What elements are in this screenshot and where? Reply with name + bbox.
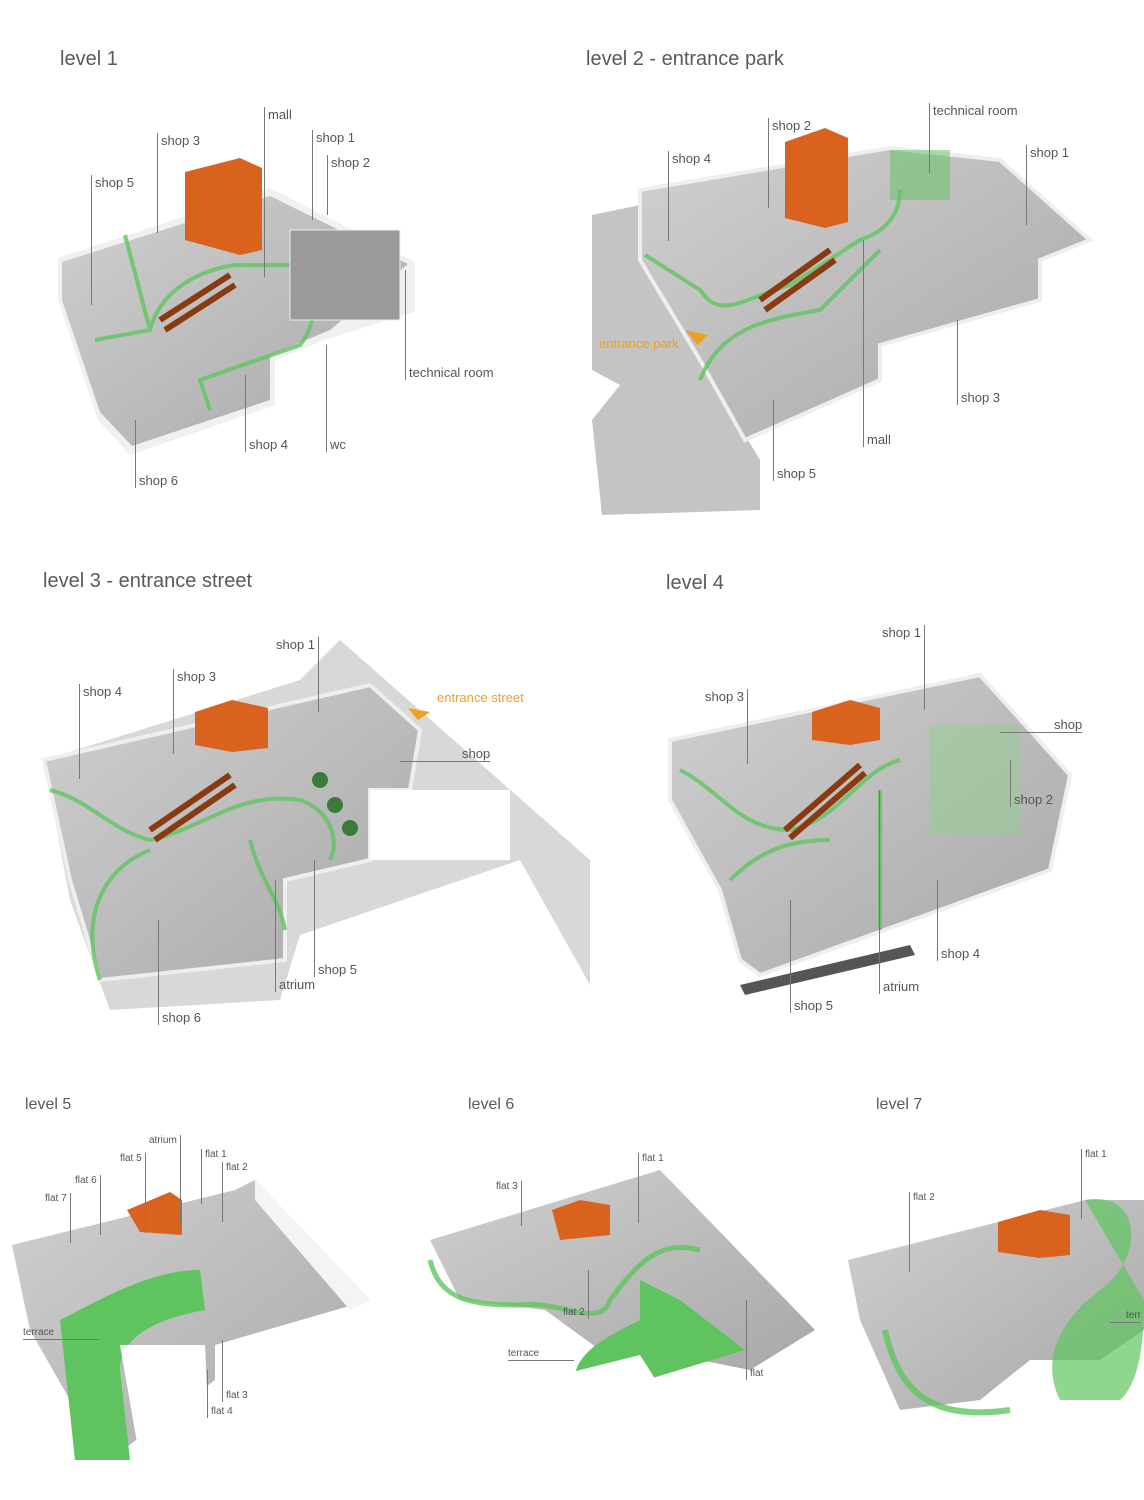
label-entrance-park: entrance park [599,336,679,351]
label-shop-3: shop 3 [957,320,1000,405]
label-shop-3: shop 3 [705,689,749,764]
label-shop-2: shop 2 [768,118,811,208]
label-flat-6: flat 6 [75,1175,101,1235]
label-flat-2: flat 2 [222,1162,248,1222]
level-6-title: level 6 [468,1096,515,1113]
label-flat-2: flat 2 [563,1270,589,1319]
level-5-title: level 5 [25,1096,72,1113]
label-flat-5: flat 5 [120,1153,146,1233]
label-shop-5: shop 5 [314,860,357,977]
level-5-plan [12,1180,370,1460]
label-shop-6: shop 6 [135,420,178,488]
label-shop: shop [1000,717,1083,733]
label-mall: mall [264,107,292,277]
label-shop-5: shop 5 [790,900,833,1013]
label-atrium: atrium [149,1135,181,1225]
label-technical-room: technical room [929,103,1018,173]
label-shop-2: shop 2 [327,155,370,215]
label-wc: wc [326,345,346,452]
label-shop-4: shop 4 [937,880,980,961]
level-2-plan [592,128,1094,515]
label-entrance-street: entrance street [437,690,524,705]
label-technical-room: technical room [405,270,494,380]
label-flat-3: flat 3 [496,1181,522,1226]
label-shop-1: shop 1 [312,130,355,220]
label-shop-2: shop 2 [1010,760,1053,807]
label-terrace: terrace [508,1348,575,1361]
label-atrium: atrium [275,880,315,992]
label-mall: mall [863,240,891,447]
label-flat-1: flat 1 [638,1153,664,1223]
label-flat-2: flat 2 [909,1192,935,1272]
label-shop-5: shop 5 [773,400,816,481]
label-shop-1: shop 1 [882,625,926,710]
level-3-title: level 3 - entrance street [43,570,252,592]
label-flat: flat [746,1300,763,1380]
label-flat-7: flat 7 [45,1193,71,1243]
level-4-plan [668,672,1073,995]
label-shop-4: shop 4 [79,684,122,779]
label-shop-1: shop 1 [276,637,320,712]
label-shop-1: shop 1 [1026,145,1069,225]
label-flat-1: flat 1 [201,1149,227,1204]
label-shop-4: shop 4 [245,375,288,452]
label-shop-3: shop 3 [173,669,216,754]
label-shop-6: shop 6 [158,920,201,1025]
label-flat-4: flat 4 [207,1370,233,1418]
label-atrium: atrium [879,790,919,994]
level-7-title: level 7 [876,1096,923,1113]
label-shop-3: shop 3 [157,133,200,233]
level-1-plan [58,158,415,455]
level-6-plan [427,1170,815,1460]
label-shop-5: shop 5 [91,175,134,305]
level-4-title: level 4 [666,572,724,594]
level-3-plan [41,640,590,1010]
label-shop: shop [400,746,491,762]
level-1-title: level 1 [60,48,118,70]
level-2-title: level 2 - entrance park [586,48,784,70]
label-terrace: terr [1110,1310,1141,1323]
level-7-plan [848,1199,1144,1416]
label-terrace: terrace [23,1327,100,1340]
label-flat-1: flat 1 [1081,1149,1107,1219]
label-shop-4: shop 4 [668,151,711,241]
label-flat-3: flat 3 [222,1340,248,1402]
